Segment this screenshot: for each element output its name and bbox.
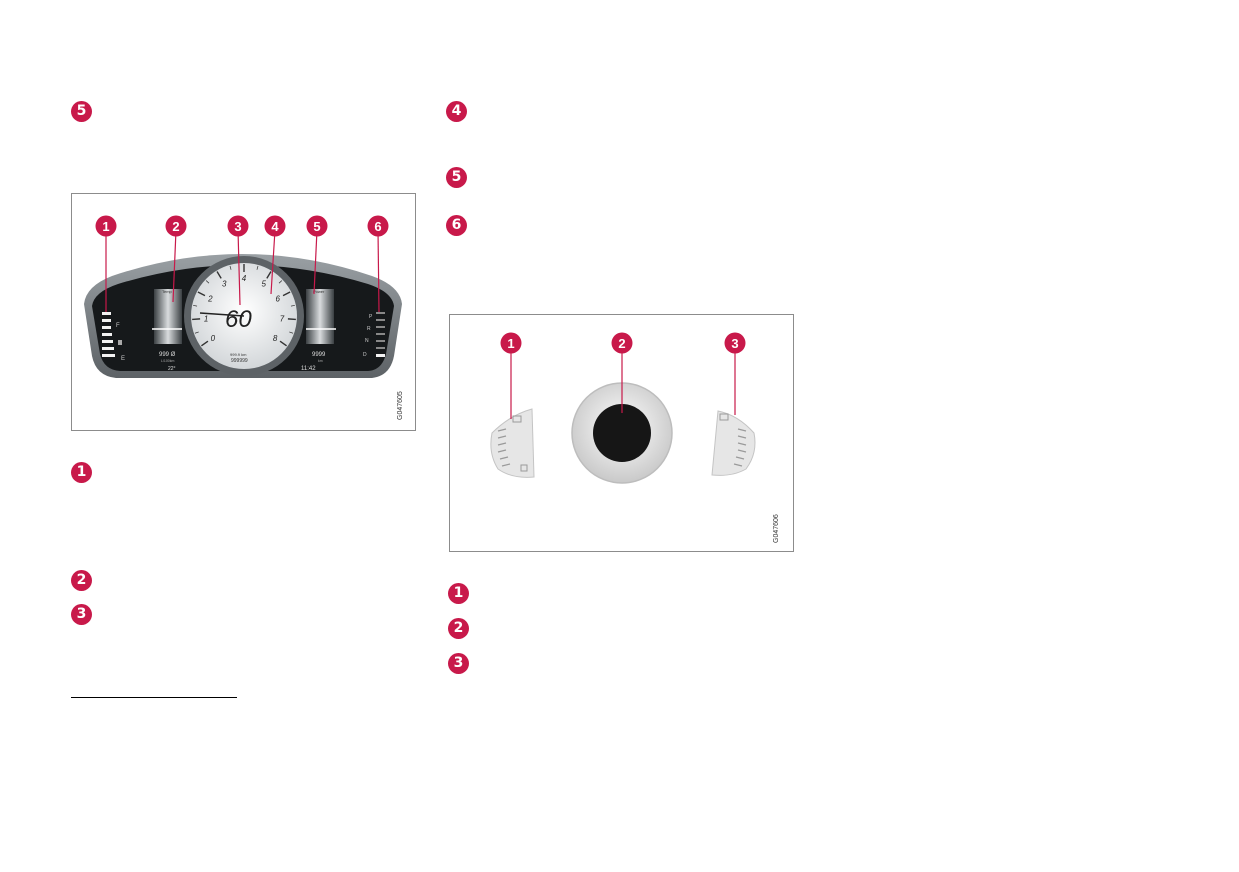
tach-tick: [229, 265, 232, 270]
callout-marker-6-right: 6: [446, 215, 467, 236]
cluster-callout-4: 4: [271, 219, 279, 234]
tach-number: 2: [207, 294, 213, 303]
gear-r: R: [367, 326, 371, 332]
left-keypad-icon-lower: [520, 464, 528, 472]
tach-ticks: [192, 264, 296, 347]
tach-number: 6: [275, 294, 280, 303]
cluster-callout-2: 2: [172, 219, 179, 234]
tach-tick: [192, 318, 201, 321]
fuel-empty-label: E: [121, 356, 125, 362]
list-marker-2-left: 2: [71, 570, 92, 591]
list-marker-1-right: 1: [448, 583, 469, 604]
left-keypad-keys: [497, 428, 511, 467]
list-marker-3-left: 3: [71, 604, 92, 625]
callout-marker-5-right: 5: [446, 167, 467, 188]
gear-indicator: P R N D: [363, 312, 385, 358]
tach-number: 8: [273, 334, 278, 343]
tach-tick: [194, 331, 199, 334]
gear-n: N: [365, 338, 369, 344]
tach-tick: [197, 291, 206, 297]
cluster-callout-5: 5: [313, 219, 320, 234]
power-gauge: [306, 289, 334, 344]
clock-readout: 11:42: [301, 366, 316, 372]
left-keypad-icon: [512, 415, 522, 423]
tach-number: 5: [261, 280, 266, 289]
tach-tick: [256, 265, 259, 270]
fuel-full-label: F: [116, 323, 120, 329]
cluster-callouts: 1 2 3 4 5 6: [95, 215, 389, 237]
steering-controls-illustration: 1 2 3: [490, 332, 756, 484]
right-keypad: [711, 410, 756, 476]
temp-gauge-label: Temp: [162, 289, 173, 294]
figure-id-label-2: G047606: [773, 514, 780, 543]
tach-number: 0: [211, 334, 216, 343]
center-knob-cap: [593, 404, 651, 462]
controls-callout-3: 3: [731, 336, 738, 351]
list-marker-2-right: 2: [448, 618, 469, 639]
tach-needle: [199, 312, 245, 317]
list-marker-3-right: 3: [448, 653, 469, 674]
tach-number: 3: [222, 280, 227, 289]
cluster-callout-3: 3: [234, 219, 241, 234]
tach-tick: [216, 271, 222, 279]
right-keypad-icon: [719, 413, 729, 421]
figure2-leader-lines: [510, 349, 736, 419]
callout-leader-lines: [105, 229, 380, 313]
tach-number: 4: [242, 274, 247, 283]
gear-p: P: [369, 314, 373, 320]
tach-number: 7: [280, 314, 285, 323]
tach-tick: [290, 304, 295, 307]
steering-controls-figure: 1 2 3 G047606: [449, 314, 794, 552]
consumption-readout: 999 Ø: [159, 352, 176, 358]
figure-id-label: G047605: [397, 391, 404, 420]
tach-tick: [287, 318, 296, 321]
fuel-gauge: F E: [102, 312, 125, 362]
callout-marker-5-left-top: 5: [71, 101, 92, 122]
tach-numbers: 0 1 23 4 56 7 8: [204, 274, 285, 343]
tach-tick: [289, 331, 294, 334]
power-gauge-label: Power: [313, 289, 325, 294]
controls-callout-2: 2: [618, 336, 625, 351]
fuel-pump-icon: [118, 340, 122, 345]
cluster-callout-6: 6: [374, 219, 381, 234]
instrument-cluster-figure: F E Temp 999 Ø L/100km 22° Power 9999 km…: [71, 193, 416, 431]
tach-number: 1: [204, 314, 208, 323]
right-keypad-keys: [733, 428, 747, 467]
controls-callout-1: 1: [507, 336, 514, 351]
range-readout: 9999: [312, 352, 326, 358]
cluster-callout-1: 1: [102, 219, 109, 234]
instrument-cluster-illustration: F E Temp 999 Ø L/100km 22° Power 9999 km…: [84, 215, 402, 378]
list-marker-1-left: 1: [71, 462, 92, 483]
tach-tick: [205, 280, 210, 284]
tach-tick: [282, 291, 291, 297]
tach-tick: [278, 280, 283, 284]
odometer-readout: 999999: [231, 358, 248, 364]
trip-readout: 999.9 km: [230, 352, 247, 357]
left-keypad: [490, 408, 535, 478]
gear-d: D: [363, 352, 367, 358]
tach-tick: [266, 271, 272, 279]
range-unit: km: [318, 359, 323, 363]
tach-tick: [279, 340, 287, 347]
consumption-unit: L/100km: [161, 359, 175, 363]
tach-tick: [201, 340, 209, 347]
temp-gauge: [154, 289, 182, 344]
figure2-callouts: 1 2 3: [500, 332, 746, 354]
outside-temp: 22°: [168, 366, 176, 372]
tach-tick: [193, 304, 198, 307]
callout-marker-4-right: 4: [446, 101, 467, 122]
speed-readout: 60: [225, 306, 252, 333]
footnote-rule: [71, 697, 237, 698]
